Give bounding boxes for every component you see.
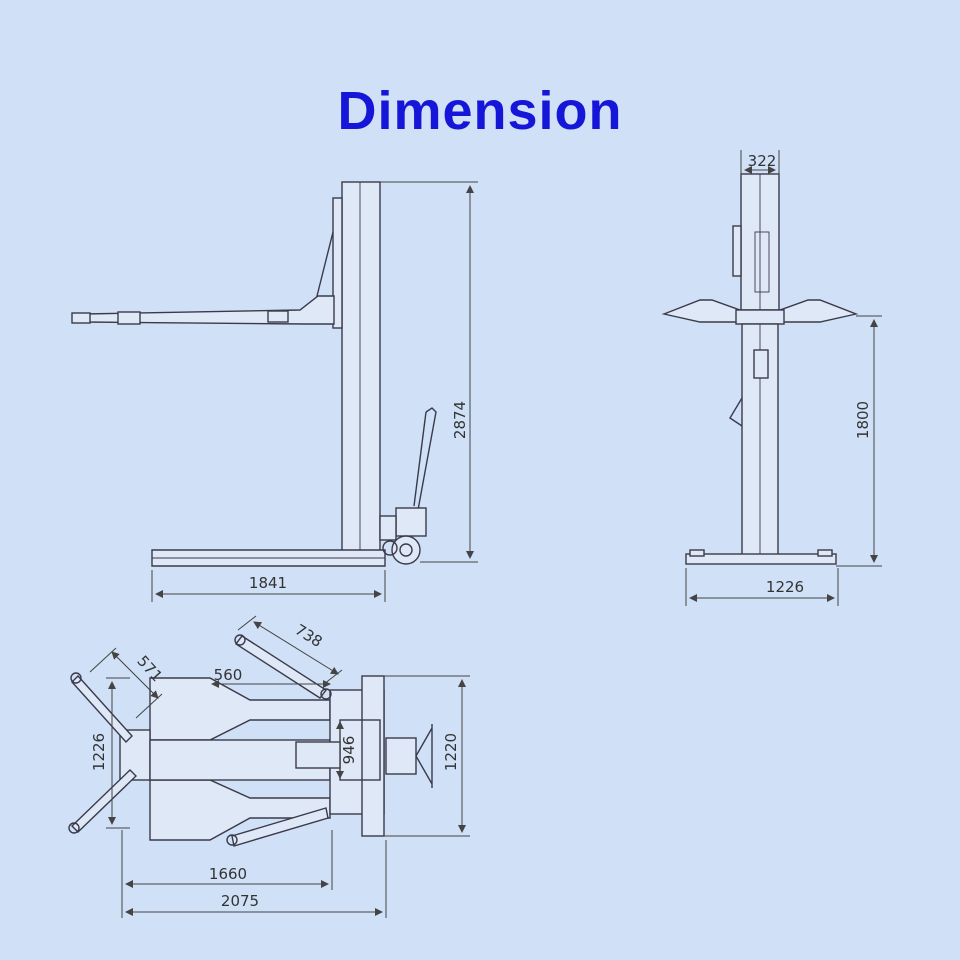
- front-base: [685, 553, 837, 565]
- dim-length-1660: 1660: [209, 865, 247, 883]
- dim-offset-560: 560: [214, 666, 243, 684]
- side-column: [341, 181, 381, 559]
- pump: [395, 507, 427, 537]
- dim-center-946: 946: [340, 736, 358, 765]
- page-title: Dimension: [337, 81, 623, 141]
- arm-lower-left: [71, 769, 137, 833]
- side-view: 2874 1841: [71, 181, 478, 602]
- top-view: 738 571 560 1226 946 1220 1660 2075: [68, 615, 470, 918]
- arm-lower-right: [231, 807, 329, 847]
- dim-arm-738: 738: [292, 621, 326, 651]
- dim-base-1841: 1841: [249, 574, 287, 592]
- dim-overall-1220: 1220: [442, 733, 460, 771]
- arm-upper-left: [71, 674, 133, 744]
- dim-height-2874: 2874: [451, 401, 469, 439]
- dim-top-1226: 1226: [90, 733, 108, 771]
- dim-front-base-1226: 1226: [766, 578, 804, 596]
- dim-column-322: 322: [748, 152, 777, 170]
- handle: [417, 407, 437, 511]
- wheel: [391, 535, 421, 565]
- dim-overall-2075: 2075: [221, 892, 259, 910]
- dim-lift-1800: 1800: [854, 401, 872, 439]
- front-view: 322 1800 1226: [661, 150, 882, 606]
- top-lower-leg: [149, 779, 331, 841]
